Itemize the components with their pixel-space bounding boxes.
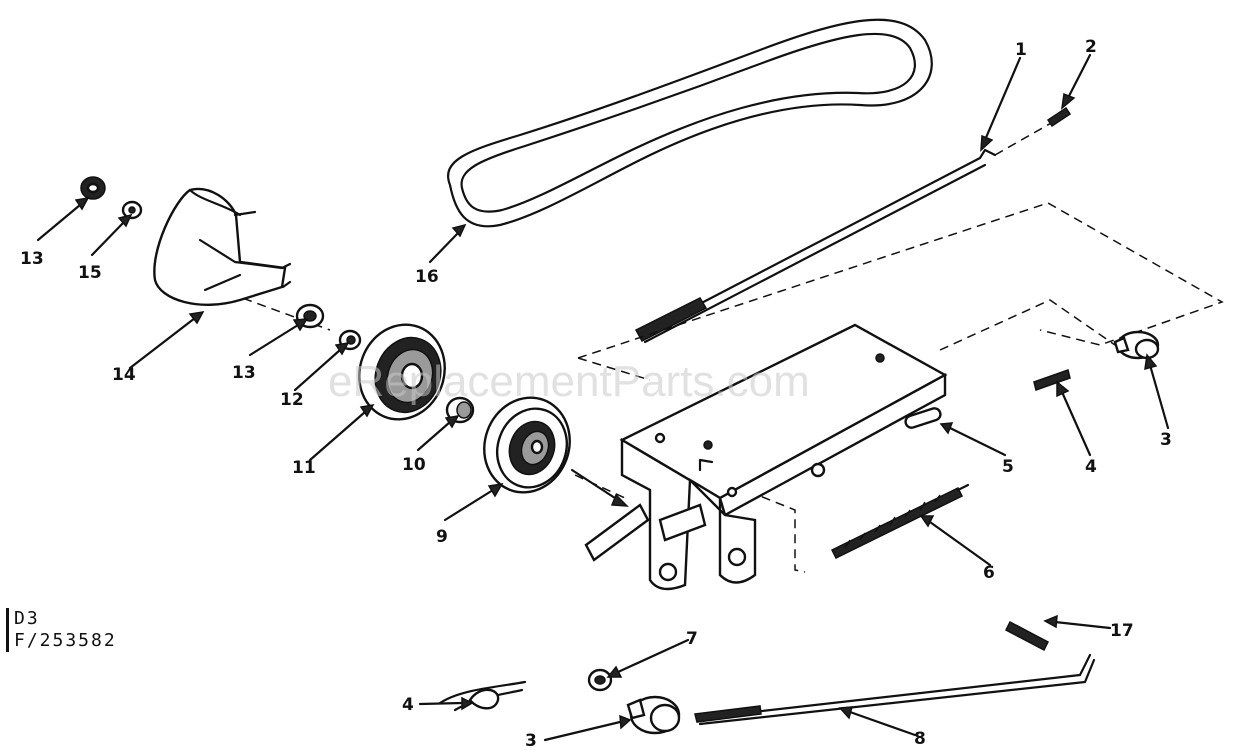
callout-9: 9 xyxy=(436,527,448,547)
callout-6: 6 xyxy=(983,563,995,583)
callout-12: 12 xyxy=(280,390,304,410)
callout-15: 15 xyxy=(78,263,102,283)
callout-7: 7 xyxy=(686,629,698,649)
belt-guard-14 xyxy=(153,187,292,306)
assembly-guide-lines xyxy=(214,202,1224,573)
figure-number: F/253582 xyxy=(14,630,117,651)
callout-5: 5 xyxy=(1002,457,1014,477)
callout-17: 17 xyxy=(1110,621,1134,641)
reference-code-block: D3 F/253582 xyxy=(6,608,117,652)
pin-2 xyxy=(1046,106,1072,128)
pin-17 xyxy=(1005,620,1049,652)
nut-13-upper xyxy=(80,176,106,200)
knob-3-lower xyxy=(626,695,681,735)
callout-2: 2 xyxy=(1085,37,1097,57)
callout-labels: 1 2 3 4 5 6 17 7 8 3 4 9 10 11 12 13 14 … xyxy=(20,37,1172,750)
pulley-9 xyxy=(483,396,571,494)
callout-8: 8 xyxy=(914,729,926,749)
callout-11: 11 xyxy=(292,458,316,478)
slot-clip-5 xyxy=(904,407,942,429)
callout-13-middle: 13 xyxy=(232,363,256,383)
leader-arrows xyxy=(36,53,1170,742)
callout-16: 16 xyxy=(415,267,439,287)
diagram-code: D3 xyxy=(14,608,40,629)
callout-10: 10 xyxy=(402,455,426,475)
hitch-pin-clip-4-lower xyxy=(438,680,527,712)
nut-7 xyxy=(587,668,613,692)
lower-rod-8 xyxy=(694,653,1096,726)
callout-4-lower: 4 xyxy=(402,695,414,715)
callout-1: 1 xyxy=(1015,40,1027,60)
callout-3-upper: 3 xyxy=(1160,430,1172,450)
watermark: eReplacementParts.com xyxy=(328,357,810,406)
knob-3-upper xyxy=(1113,330,1160,360)
pivot-bracket-frame xyxy=(584,323,948,591)
callout-13-upper: 13 xyxy=(20,249,44,269)
callout-3-lower: 3 xyxy=(525,731,537,750)
callout-4-upper: 4 xyxy=(1085,457,1097,477)
drive-belt-16 xyxy=(447,18,933,228)
callout-14: 14 xyxy=(112,365,136,385)
control-rod-1 xyxy=(634,117,1061,344)
spring-6 xyxy=(830,483,970,560)
washer-15 xyxy=(121,200,143,220)
idler-pulley-11 xyxy=(358,323,446,421)
cotter-pin-4-upper xyxy=(1033,369,1071,391)
